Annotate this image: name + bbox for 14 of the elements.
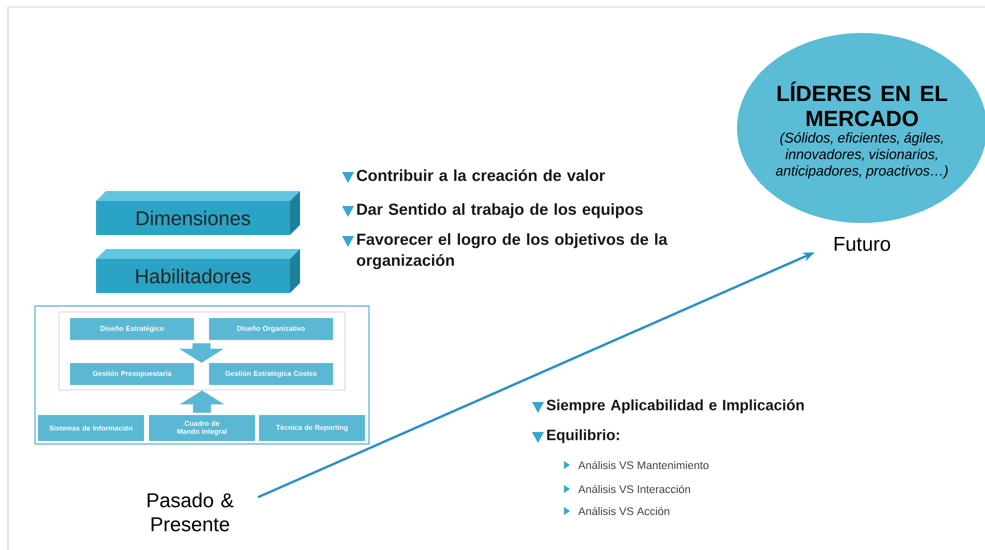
list-item: Análisis VS Acción: [564, 506, 670, 516]
list-item: Análisis VS Interacción: [564, 484, 690, 494]
list-item: Equilibrio:: [532, 429, 619, 444]
panel-frame: [58, 312, 346, 390]
list-item: Favorecer el logro de los objetivos de la organización: [342, 233, 668, 270]
list-item: Dar Sentido al trabajo de los equipos: [342, 203, 643, 218]
block-box: Dimensiones: [96, 191, 300, 235]
stage-label: Futuro: [834, 237, 890, 251]
list-item: Siempre Aplicabilidad e Implicación: [532, 399, 804, 414]
block-box: Habilitadores: [96, 249, 300, 293]
panel-frame: [34, 305, 370, 445]
stage-label: Pasado & Presente: [148, 492, 234, 532]
list-item: Contribuir a la creación de valor: [342, 169, 605, 183]
list-item: Análisis VS Mantenimiento: [564, 460, 709, 470]
